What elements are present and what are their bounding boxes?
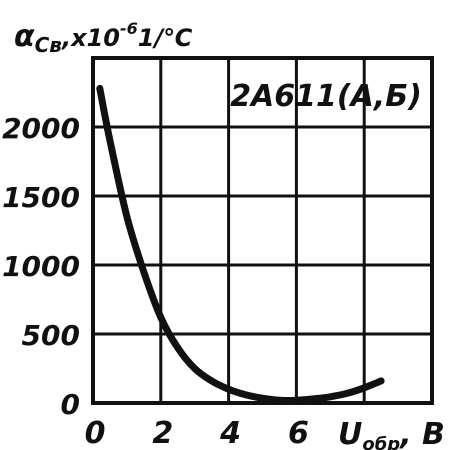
series-curve — [96, 84, 385, 404]
y-tick-label: 2000 — [2, 112, 80, 145]
x-tick-label: 0 — [85, 416, 106, 450]
plot-frame — [91, 56, 434, 405]
x-axis-label-subscript: обр — [362, 434, 400, 450]
x-axis-label-symbol: U — [338, 417, 362, 450]
y-axis-label: αCв,x10-61/℃ — [14, 19, 192, 57]
y-axis-label-symbol: α — [14, 19, 35, 54]
y-tick-label: 0 — [61, 388, 80, 421]
x-tick-label: 4 — [219, 416, 241, 450]
y-tick-label: 1500 — [2, 181, 80, 214]
grid — [93, 58, 432, 403]
y-axis-label-unit: 1/℃ — [138, 24, 193, 52]
x-tick-label: 2 — [152, 416, 173, 450]
y-axis-label-exponent: -6 — [120, 19, 138, 38]
y-axis-label-multiplier: ,x10 — [61, 24, 120, 52]
x-tick-label: 6 — [288, 416, 309, 450]
device-annotation: 2А611(А,Б) — [230, 79, 422, 114]
y-tick-labels: 0 500 1000 1500 2000 — [2, 112, 80, 421]
x-axis-label-unit: , В — [398, 417, 445, 450]
x-axis-label: Uобр, В — [338, 417, 445, 450]
y-tick-label: 1000 — [2, 250, 80, 283]
y-tick-label: 500 — [22, 319, 80, 352]
y-axis-label-subscript: Cв — [35, 33, 62, 57]
x-tick-labels: 0 2 4 6 — [85, 416, 309, 450]
